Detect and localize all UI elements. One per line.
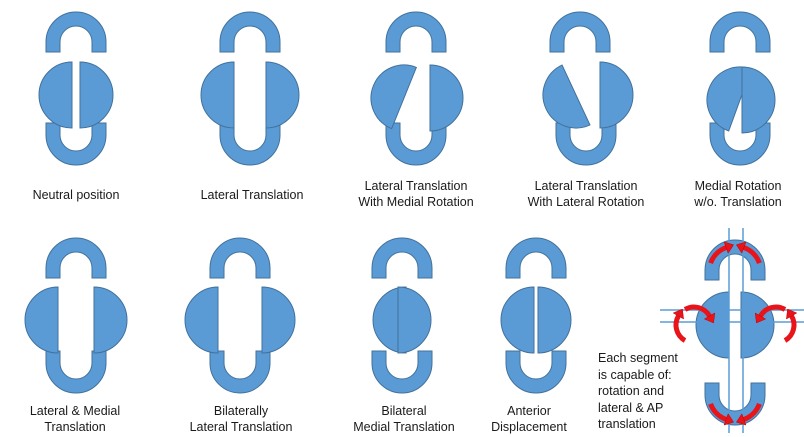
upper-segment [46, 238, 106, 278]
right-segment [262, 287, 295, 353]
figure-medial-rotation [698, 12, 775, 165]
caption-bilaterally-lateral-translation: Bilaterally Lateral Translation [166, 403, 316, 435]
left-segment [361, 55, 416, 129]
lower-segment [556, 123, 616, 165]
lower-segment [372, 351, 432, 393]
caption-neutral-position: Neutral position [8, 187, 144, 203]
caption-lateral-translation-medial-rotation: Lateral Translation With Medial Rotation [338, 178, 494, 210]
upper-segment [386, 12, 446, 52]
figure-anterior-displacement [501, 238, 571, 393]
left-segment [696, 292, 729, 358]
right-segment [600, 62, 633, 128]
legend-figure [660, 228, 804, 433]
upper-segment [46, 12, 106, 52]
upper-segment [220, 12, 280, 52]
caption-lateral-medial-translation: Lateral & Medial Translation [10, 403, 140, 435]
figure-lateral-translation [201, 12, 299, 165]
lower-segment [705, 383, 765, 425]
caption-anterior-displacement: Anterior Displacement [476, 403, 582, 435]
upper-segment [372, 238, 432, 278]
lower-segment [46, 123, 106, 165]
right-segment [741, 292, 774, 358]
caption-lateral-translation-lateral-rotation: Lateral Translation With Lateral Rotatio… [508, 178, 664, 210]
upper-segment [710, 12, 770, 52]
figure-lateral-translation-lateral-rotation [532, 12, 633, 165]
caption-medial-rotation: Medial Rotation w/o. Translation [674, 178, 802, 210]
left-segment [25, 287, 58, 353]
lower-segment [710, 123, 770, 165]
lower-segment [506, 351, 566, 393]
figure-bilateral-medial-translation [372, 238, 432, 393]
left-segment [185, 287, 218, 353]
lower-segment [210, 351, 270, 393]
caption-bilateral-medial-translation: Bilateral Medial Translation [334, 403, 474, 435]
left-segment [39, 62, 72, 128]
right-segment [266, 62, 299, 128]
lower-segment [220, 123, 280, 165]
right-segment [80, 62, 113, 128]
right-segment [398, 287, 431, 353]
left-segment [201, 62, 234, 128]
figure-bilaterally-lateral-translation [185, 238, 295, 393]
figure-lateral-translation-medial-rotation [361, 12, 463, 165]
upper-segment [210, 238, 270, 278]
legend-note: Each segment is capable of: rotation and… [598, 350, 678, 433]
figure-lateral-medial-translation [25, 238, 127, 393]
right-segment [538, 287, 571, 353]
legend-segments [696, 240, 774, 425]
upper-segment [506, 238, 566, 278]
lower-segment [46, 351, 106, 393]
right-segment [94, 287, 127, 353]
figure-neutral-position [39, 12, 113, 165]
caption-lateral-translation: Lateral Translation [182, 187, 322, 203]
right-segment [430, 65, 463, 131]
upper-segment [550, 12, 610, 52]
rotation-arrow-icon [676, 316, 685, 341]
rotation-arrow-icon [785, 316, 794, 341]
left-segment [501, 287, 534, 353]
